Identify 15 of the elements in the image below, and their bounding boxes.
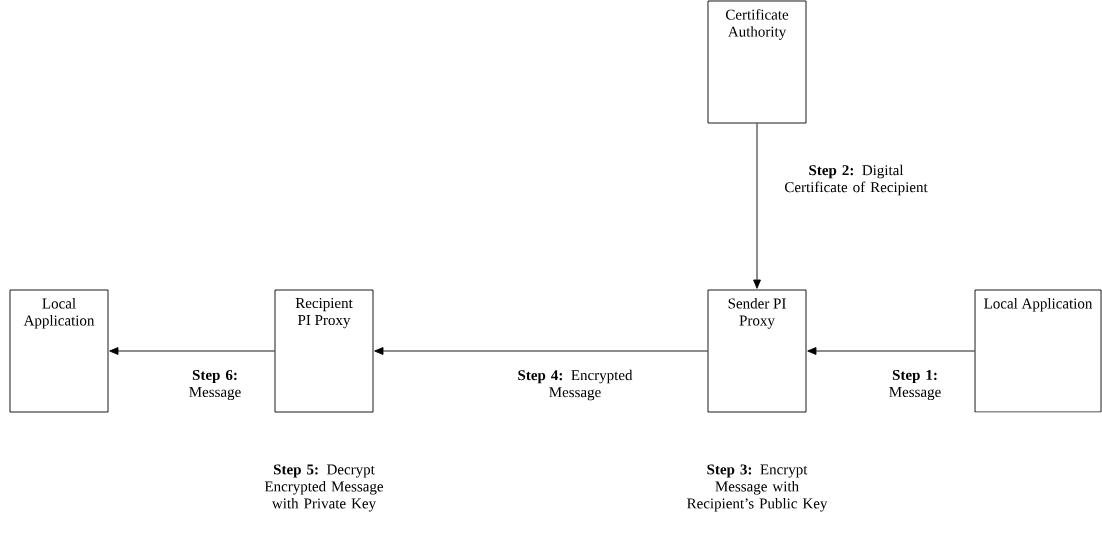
edge-label: Step 6: Message bbox=[189, 369, 241, 401]
process-box: Local Application bbox=[974, 289, 1102, 413]
process-box: Local Application bbox=[9, 289, 109, 413]
step-note: Step 3: Encrypt Message with Recipient’s Public Key bbox=[687, 464, 828, 512]
arrow bbox=[753, 123, 761, 289]
arrow bbox=[109, 347, 275, 355]
arrow bbox=[807, 347, 976, 355]
process-box: Recipient PI Proxy bbox=[274, 289, 374, 413]
process-box: Sender PI Proxy bbox=[707, 289, 807, 413]
edge-label: Step 2: Digital Certificate of Recipient bbox=[785, 164, 928, 196]
edge-label: Step 1: Message bbox=[889, 369, 941, 401]
edge-label: Step 4: Encrypted Message bbox=[518, 369, 633, 401]
arrow bbox=[374, 347, 708, 355]
step-note: Step 5: Decrypt Encrypted Message with Private Key bbox=[264, 464, 384, 512]
process-box: Certificate Authority bbox=[707, 0, 807, 124]
